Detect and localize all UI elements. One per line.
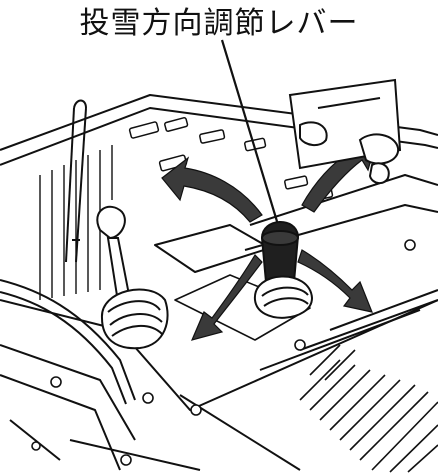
bolts <box>31 239 416 466</box>
leader-line <box>220 39 281 229</box>
left-grille <box>39 145 113 300</box>
left-frame-bar <box>0 279 136 405</box>
snow-direction-lever-icon <box>253 221 314 319</box>
hatch-vent-icon <box>299 344 438 473</box>
main-control-lever-icon <box>96 205 169 350</box>
callout-label: 投雪方向調節レバー <box>79 6 359 41</box>
chute-mechanism <box>288 78 402 184</box>
tall-lever <box>65 99 87 263</box>
